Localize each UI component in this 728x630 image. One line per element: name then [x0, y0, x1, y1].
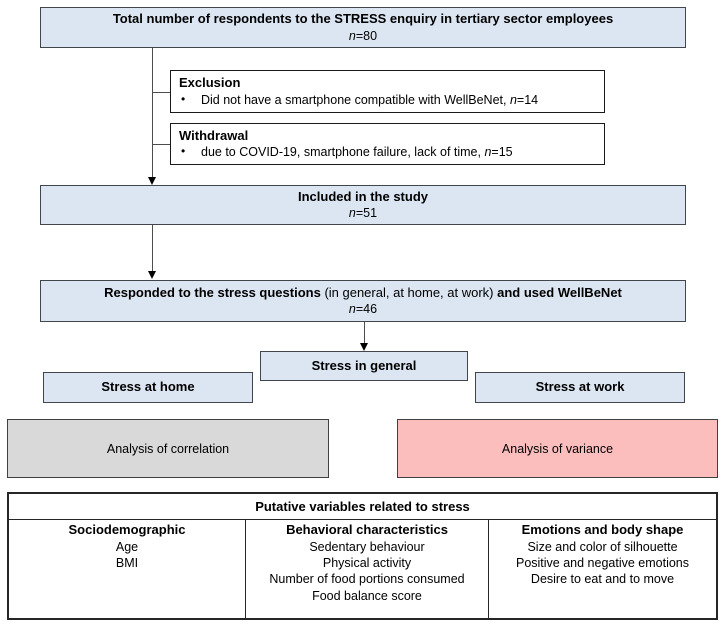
total-respondents-n: n=80: [348, 28, 378, 43]
exclusion-title: Exclusion: [179, 75, 241, 91]
bullet-icon: •: [181, 91, 186, 106]
table-column-behavioral: Behavioral characteristics Sedentary beh…: [245, 520, 489, 618]
arrowhead-2: [148, 271, 156, 279]
exclusion-box: Exclusion • Did not have a smartphone co…: [170, 70, 605, 113]
column-title: Sociodemographic: [68, 522, 186, 537]
total-respondents-title: Total number of respondents to the STRES…: [112, 11, 614, 27]
connector-branch-withdrawal: [152, 144, 170, 145]
responded-box: Responded to the stress questions (in ge…: [40, 280, 686, 322]
withdrawal-bullet-row: • due to COVID-19, smartphone failure, l…: [179, 144, 596, 160]
withdrawal-title: Withdrawal: [179, 127, 249, 143]
connector-branch-exclusion: [152, 92, 170, 93]
arrowhead-1: [148, 177, 156, 185]
table-item: BMI: [115, 556, 139, 571]
connector-line-vertical-1: [152, 48, 153, 177]
withdrawal-text: due to COVID-19, smartphone failure, lac…: [201, 145, 513, 160]
table-item: Sedentary behaviour: [309, 539, 425, 554]
table-item: Physical activity: [322, 556, 412, 571]
connector-line-vertical-3: [364, 322, 365, 343]
stress-general-label: Stress in general: [311, 357, 417, 373]
table-item: Age: [115, 539, 139, 554]
connector-line-vertical-2: [152, 225, 153, 271]
column-title: Behavioral characteristics: [286, 522, 448, 537]
table-column-emotions: Emotions and body shape Size and color o…: [489, 520, 716, 618]
arrowhead-3: [360, 343, 368, 351]
included-box: Included in the study n=51: [40, 185, 686, 225]
exclusion-bullet-row: • Did not have a smartphone compatible w…: [179, 92, 596, 108]
included-n: n=51: [348, 206, 378, 221]
exclusion-text: Did not have a smartphone compatible wit…: [201, 92, 539, 107]
column-title: Emotions and body shape: [521, 522, 684, 537]
responded-n: n=46: [348, 302, 378, 317]
withdrawal-box: Withdrawal • due to COVID-19, smartphone…: [170, 123, 605, 165]
analysis-correlation-label: Analysis of correlation: [106, 441, 230, 456]
total-respondents-box: Total number of respondents to the STRES…: [40, 7, 686, 48]
bullet-icon: •: [181, 144, 186, 159]
analysis-variance-box: Analysis of variance: [397, 419, 718, 478]
table-item: Food balance score: [312, 588, 422, 603]
table-item: Size and color of silhouette: [527, 539, 678, 554]
table-body: Sociodemographic Age BMI Behavioral char…: [9, 520, 716, 618]
table-item: Desire to eat and to move: [530, 572, 675, 587]
table-header: Putative variables related to stress: [9, 494, 716, 520]
table-item: Number of food portions consumed: [269, 572, 465, 587]
included-title: Included in the study: [297, 188, 428, 204]
analysis-correlation-box: Analysis of correlation: [7, 419, 329, 478]
putative-variables-table: Putative variables related to stress Soc…: [7, 492, 718, 620]
stress-work-box: Stress at work: [475, 372, 685, 403]
stress-home-box: Stress at home: [43, 372, 253, 403]
stress-general-box: Stress in general: [260, 351, 468, 381]
table-item: Positive and negative emotions: [515, 556, 690, 571]
stress-work-label: Stress at work: [535, 379, 625, 395]
stress-home-label: Stress at home: [101, 379, 195, 395]
analysis-variance-label: Analysis of variance: [501, 441, 614, 456]
responded-title: Responded to the stress questions (in ge…: [104, 284, 622, 300]
table-column-sociodemographic: Sociodemographic Age BMI: [9, 520, 245, 618]
